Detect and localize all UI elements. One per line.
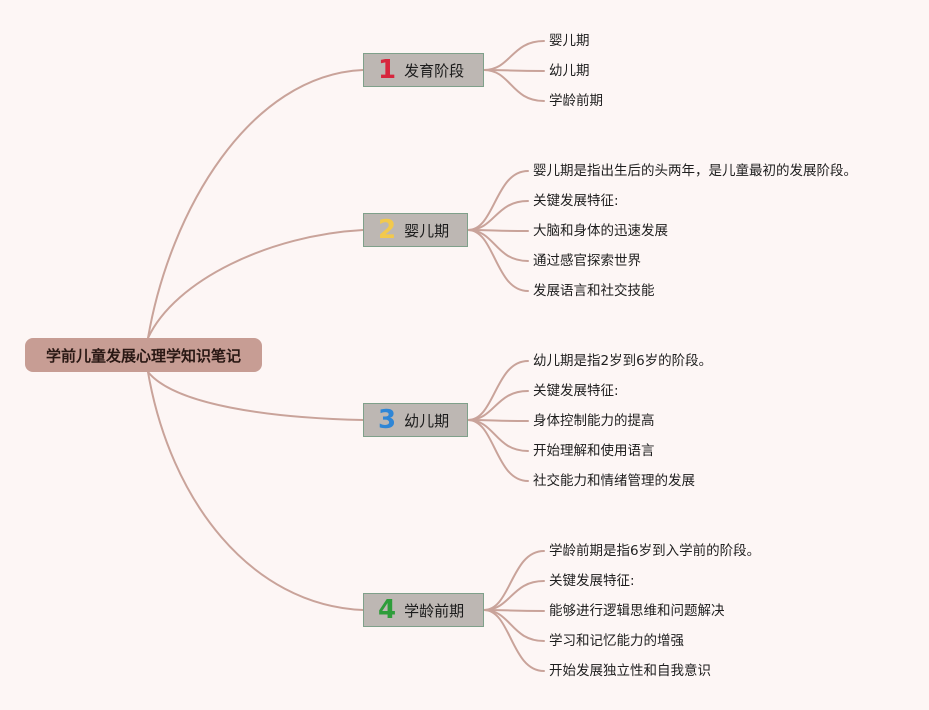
leaf-connector-2-1 [467,170,529,231]
leaf-connector-3-1 [467,360,529,421]
branch-node-development-stages[interactable]: 1 发育阶段 [363,53,484,87]
leaf-item[interactable]: 幼儿期是指2岁到6岁的阶段。 [533,353,713,369]
leaf-item[interactable]: 学龄前期是指6岁到入学前的阶段。 [549,543,761,559]
branch-label: 学龄前期 [404,601,465,620]
leaf-connector-4-4 [483,609,545,642]
leaf-connector-3-4 [467,419,529,452]
leaf-item[interactable]: 发展语言和社交技能 [533,283,655,299]
root-label: 学前儿童发展心理学知识笔记 [45,346,241,365]
branch-node-infancy[interactable]: 2 婴儿期 [363,213,468,247]
leaf-item[interactable]: 开始理解和使用语言 [533,443,655,459]
branch-label: 发育阶段 [404,61,465,80]
leaf-connector-2-5 [467,229,529,292]
root-connector-3 [147,371,364,421]
leaf-item[interactable]: 关键发展特征: [533,383,619,399]
leaf-connector-1-3 [483,69,545,102]
branch-node-toddlerhood[interactable]: 3 幼儿期 [363,403,468,437]
leaf-item[interactable]: 婴儿期是指出生后的头两年，是儿童最初的发展阶段。 [533,163,857,179]
root-connector-4 [147,371,364,611]
leaf-connector-2-2 [467,200,529,231]
leaf-item[interactable]: 身体控制能力的提高 [533,413,655,429]
leaf-item[interactable]: 幼儿期 [549,63,590,79]
branch-node-preschool[interactable]: 4 学龄前期 [363,593,484,627]
leaf-item[interactable]: 能够进行逻辑思维和问题解决 [549,603,725,619]
branch-label: 婴儿期 [404,221,450,240]
branch-number-3: 3 [378,405,397,435]
leaf-connector-4-5 [483,609,545,672]
root-connector-1 [147,69,364,339]
leaf-item[interactable]: 社交能力和情绪管理的发展 [533,473,695,489]
leaf-connector-3-2 [467,390,529,421]
branch-number-2: 2 [378,215,397,245]
leaf-connector-4-1 [483,550,545,611]
leaf-connector-4-2 [483,580,545,611]
leaf-item[interactable]: 通过感官探索世界 [533,253,641,269]
leaf-item[interactable]: 大脑和身体的迅速发展 [533,223,668,239]
branch-number-4: 4 [378,595,397,625]
leaf-item[interactable]: 开始发展独立性和自我意识 [549,663,711,679]
leaf-item[interactable]: 学习和记忆能力的增强 [549,633,684,649]
leaf-item[interactable]: 学龄前期 [549,93,603,109]
leaf-item[interactable]: 关键发展特征: [533,193,619,209]
leaf-connector-3-5 [467,419,529,482]
branch-label: 幼儿期 [404,411,450,430]
leaf-connector-1-1 [483,40,545,71]
leaf-item[interactable]: 婴儿期 [549,33,590,49]
leaf-connector-2-4 [467,229,529,262]
root-connector-2 [147,229,364,339]
leaf-item[interactable]: 关键发展特征: [549,573,635,589]
branch-number-1: 1 [378,55,397,85]
root-node[interactable]: 学前儿童发展心理学知识笔记 [25,338,262,372]
